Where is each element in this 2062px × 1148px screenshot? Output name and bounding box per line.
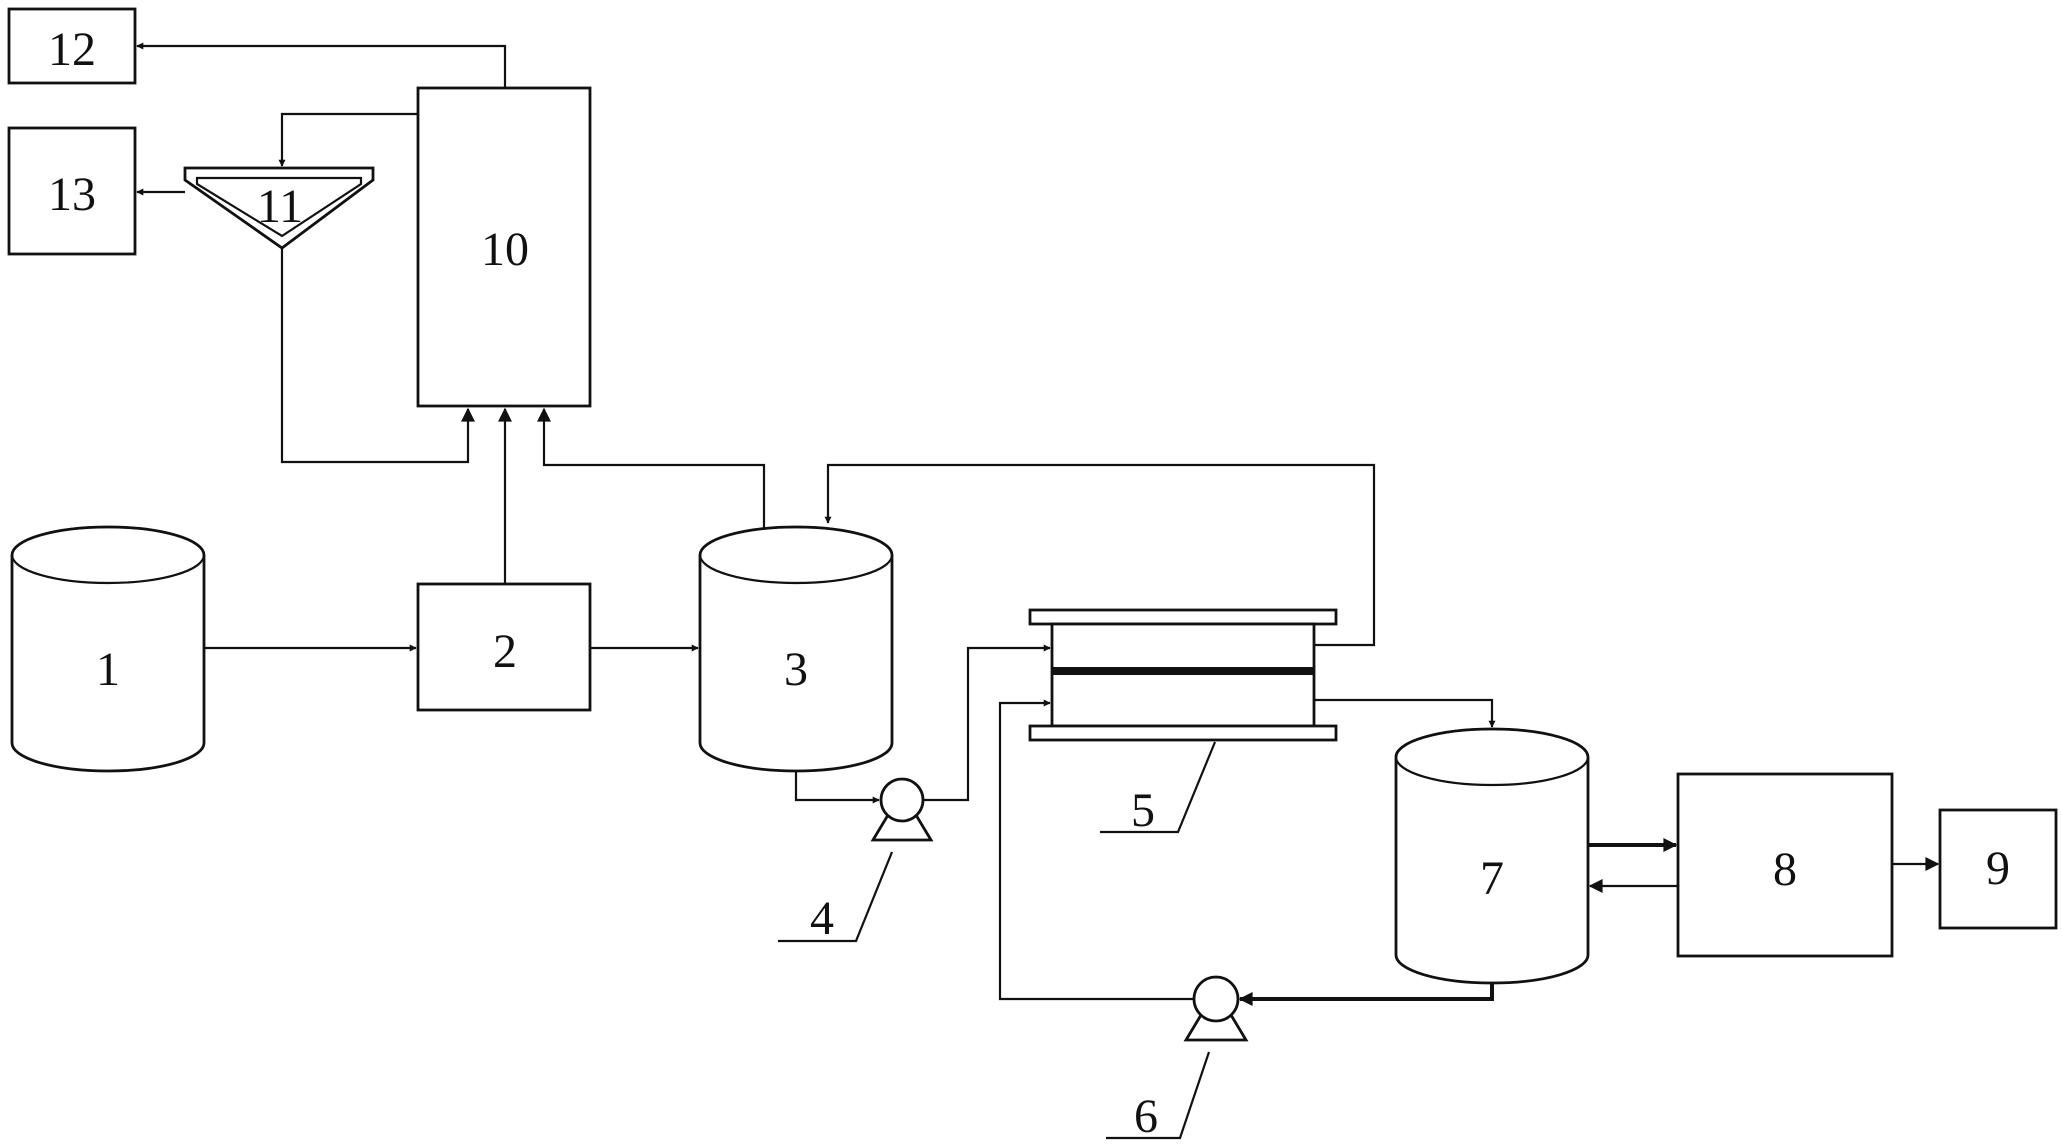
flow-11-to-10 bbox=[280, 248, 475, 464]
label-1: 1 bbox=[96, 643, 120, 696]
label-9: 9 bbox=[1986, 842, 2010, 895]
label-6: 6 bbox=[1134, 1090, 1158, 1143]
flow-pump-4-to-5 bbox=[923, 644, 1051, 802]
flow-10-to-11 bbox=[278, 112, 418, 167]
box-10: 10 bbox=[416, 86, 592, 408]
label-4: 4 bbox=[810, 892, 834, 945]
label-8: 8 bbox=[1773, 843, 1797, 896]
box-12: 12 bbox=[7, 7, 137, 85]
box-2: 2 bbox=[416, 582, 592, 712]
flow-3-to-pump-4 bbox=[794, 771, 880, 804]
tank-7: 7 bbox=[1394, 727, 1590, 985]
box-8: 8 bbox=[1676, 772, 1894, 958]
flow-5-to-3 bbox=[824, 463, 1376, 647]
flow-7-to-pump-6 bbox=[1238, 983, 1494, 1006]
tank-3: 3 bbox=[698, 525, 894, 773]
settler-11: 11 bbox=[183, 166, 375, 250]
label-7: 7 bbox=[1480, 852, 1504, 905]
label-3: 3 bbox=[784, 643, 808, 696]
label-11: 11 bbox=[257, 180, 303, 233]
membrane-module-5 bbox=[1028, 608, 1338, 742]
label-12: 12 bbox=[48, 23, 96, 76]
box-13: 13 bbox=[7, 126, 137, 256]
callout-5: 5 bbox=[1100, 741, 1217, 837]
flow-10-to-12 bbox=[136, 42, 507, 88]
callout-6: 6 bbox=[1106, 1051, 1211, 1143]
label-2: 2 bbox=[493, 625, 517, 678]
box-9: 9 bbox=[1938, 808, 2058, 930]
callout-4: 4 bbox=[778, 851, 894, 945]
label-13: 13 bbox=[48, 168, 96, 221]
flow-pump-6-to-5 bbox=[998, 699, 1194, 1001]
label-5: 5 bbox=[1131, 784, 1155, 837]
flow-5-to-7 bbox=[1314, 698, 1496, 728]
flow-3-to-10 bbox=[537, 407, 766, 528]
pump-6 bbox=[1183, 975, 1249, 1042]
label-10: 10 bbox=[481, 223, 529, 276]
tank-1: 1 bbox=[10, 525, 206, 773]
pump-4 bbox=[870, 777, 934, 842]
